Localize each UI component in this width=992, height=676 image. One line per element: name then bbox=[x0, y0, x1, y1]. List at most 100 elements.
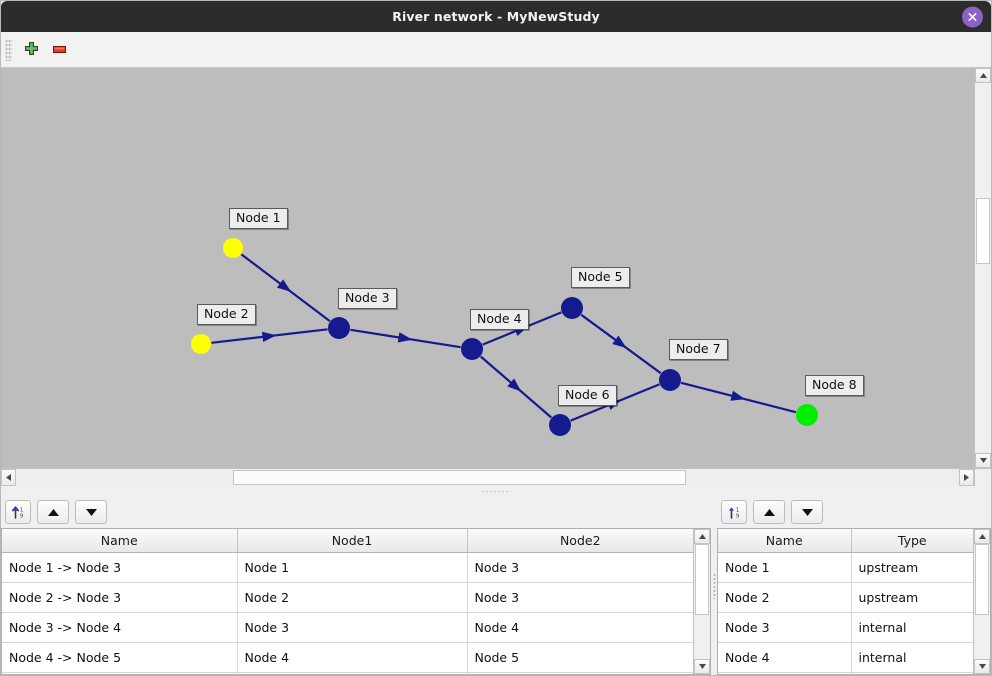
diagram-vscroll-thumb[interactable] bbox=[976, 197, 990, 265]
diagram-hscroll-track[interactable] bbox=[16, 469, 959, 486]
table-cell[interactable]: internal bbox=[851, 642, 973, 673]
node-marker[interactable] bbox=[549, 414, 571, 436]
table-cell[interactable]: Node 5 bbox=[467, 642, 693, 673]
table-cell[interactable]: Node 1 -> Node 3 bbox=[2, 552, 238, 583]
scroll-down-icon[interactable] bbox=[975, 453, 991, 468]
scroll-up-icon[interactable] bbox=[694, 529, 710, 544]
toolbar-grip[interactable] bbox=[5, 38, 12, 61]
table-cell[interactable]: internal bbox=[851, 612, 973, 643]
sort-ascending-icon[interactable]: 1 9 bbox=[5, 500, 31, 524]
node-label[interactable]: Node 8 bbox=[805, 375, 864, 396]
node-marker[interactable] bbox=[659, 369, 681, 391]
nodes-toolbar: 1 9 bbox=[717, 496, 991, 528]
table-cell[interactable]: Node 4 -> Node 5 bbox=[2, 642, 238, 673]
remove-minus-icon[interactable] bbox=[45, 36, 73, 64]
node-marker[interactable] bbox=[461, 338, 483, 360]
horizontal-splitter[interactable] bbox=[1, 486, 991, 496]
diagram-vertical-scrollbar[interactable] bbox=[974, 68, 991, 468]
nodes-vertical-scrollbar[interactable] bbox=[973, 529, 990, 674]
edge-arrow-icon bbox=[397, 332, 413, 343]
node-marker[interactable] bbox=[191, 334, 211, 354]
node-label[interactable]: Node 5 bbox=[571, 267, 630, 288]
column-header[interactable]: Node2 bbox=[467, 529, 693, 553]
table-cell[interactable] bbox=[851, 672, 973, 674]
reaches-vscroll-track[interactable] bbox=[694, 544, 710, 659]
scroll-right-icon[interactable] bbox=[959, 469, 974, 486]
table-row[interactable] bbox=[718, 672, 973, 674]
vertical-splitter[interactable] bbox=[711, 496, 717, 675]
sort-ascending-icon[interactable]: 1 9 bbox=[721, 500, 747, 524]
table-cell[interactable]: upstream bbox=[851, 582, 973, 613]
reaches-vscroll-thumb[interactable] bbox=[695, 544, 709, 616]
table-cell[interactable] bbox=[237, 672, 468, 674]
add-plus-icon[interactable] bbox=[17, 36, 45, 64]
diagram-hscroll-thumb[interactable] bbox=[232, 470, 686, 485]
node-label[interactable]: Node 3 bbox=[338, 288, 397, 309]
scroll-down-icon[interactable] bbox=[694, 659, 710, 674]
table-cell[interactable]: Node 4 bbox=[718, 642, 852, 673]
scroll-up-icon[interactable] bbox=[975, 68, 991, 83]
diagram-vscroll-track[interactable] bbox=[975, 83, 991, 453]
column-header[interactable]: Type bbox=[851, 529, 973, 553]
column-header[interactable]: Node1 bbox=[237, 529, 468, 553]
table-cell[interactable] bbox=[2, 672, 238, 674]
table-cell[interactable]: Node 1 bbox=[718, 552, 852, 583]
diagram-horizontal-scrollbar[interactable] bbox=[1, 468, 991, 486]
column-header[interactable]: Name bbox=[2, 529, 238, 553]
table-cell[interactable]: Node 3 bbox=[237, 612, 468, 643]
table-cell[interactable]: Node 2 -> Node 3 bbox=[2, 582, 238, 613]
arrow-up-icon[interactable] bbox=[753, 500, 785, 524]
arrow-up-icon[interactable] bbox=[37, 500, 69, 524]
node-label[interactable]: Node 2 bbox=[197, 304, 256, 325]
edge-arrow-icon bbox=[276, 279, 292, 292]
nodes-vscroll-track[interactable] bbox=[974, 544, 990, 659]
title-bar: River network - MyNewStudy bbox=[1, 1, 991, 32]
node-label[interactable]: Node 7 bbox=[669, 339, 728, 360]
node-marker[interactable] bbox=[328, 317, 350, 339]
node-label[interactable]: Node 6 bbox=[558, 385, 617, 406]
table-cell[interactable]: upstream bbox=[851, 552, 973, 583]
table-cell[interactable]: Node 4 bbox=[467, 612, 693, 643]
reaches-vertical-scrollbar[interactable] bbox=[693, 529, 710, 674]
table-cell[interactable]: Node 3 bbox=[467, 582, 693, 613]
window-title: River network - MyNewStudy bbox=[392, 9, 600, 24]
table-cell[interactable]: Node 2 bbox=[718, 582, 852, 613]
scroll-down-icon[interactable] bbox=[974, 659, 990, 674]
nodes-vscroll-thumb[interactable] bbox=[975, 544, 989, 616]
node-marker[interactable] bbox=[223, 238, 243, 258]
close-icon[interactable] bbox=[962, 6, 983, 27]
network-canvas[interactable]: Node 1 Node 2 Node 3 Node 4 Node 5 Node 6 Node… bbox=[1, 68, 974, 468]
scrollbar-corner bbox=[974, 469, 991, 486]
main-toolbar bbox=[1, 32, 991, 68]
scroll-left-icon[interactable] bbox=[1, 469, 16, 486]
table-cell[interactable]: Node 4 bbox=[237, 642, 468, 673]
table-cell[interactable]: Node 3 -> Node 4 bbox=[2, 612, 238, 643]
table-cell[interactable]: Node 3 bbox=[467, 552, 693, 583]
table-row[interactable] bbox=[2, 672, 693, 674]
column-header[interactable]: Name bbox=[718, 529, 852, 553]
table-cell[interactable] bbox=[718, 672, 852, 674]
table-cell[interactable]: Node 3 bbox=[718, 612, 852, 643]
table-cell[interactable]: Node 2 bbox=[237, 582, 468, 613]
table-cell[interactable]: Node 1 bbox=[237, 552, 468, 583]
scroll-up-icon[interactable] bbox=[974, 529, 990, 544]
node-label[interactable]: Node 4 bbox=[470, 309, 529, 330]
node-marker[interactable] bbox=[561, 297, 583, 319]
arrow-down-icon[interactable] bbox=[75, 500, 107, 524]
node-marker[interactable] bbox=[796, 404, 818, 426]
node-label[interactable]: Node 1 bbox=[229, 208, 288, 229]
table-cell[interactable] bbox=[467, 672, 693, 674]
arrow-down-icon[interactable] bbox=[791, 500, 823, 524]
